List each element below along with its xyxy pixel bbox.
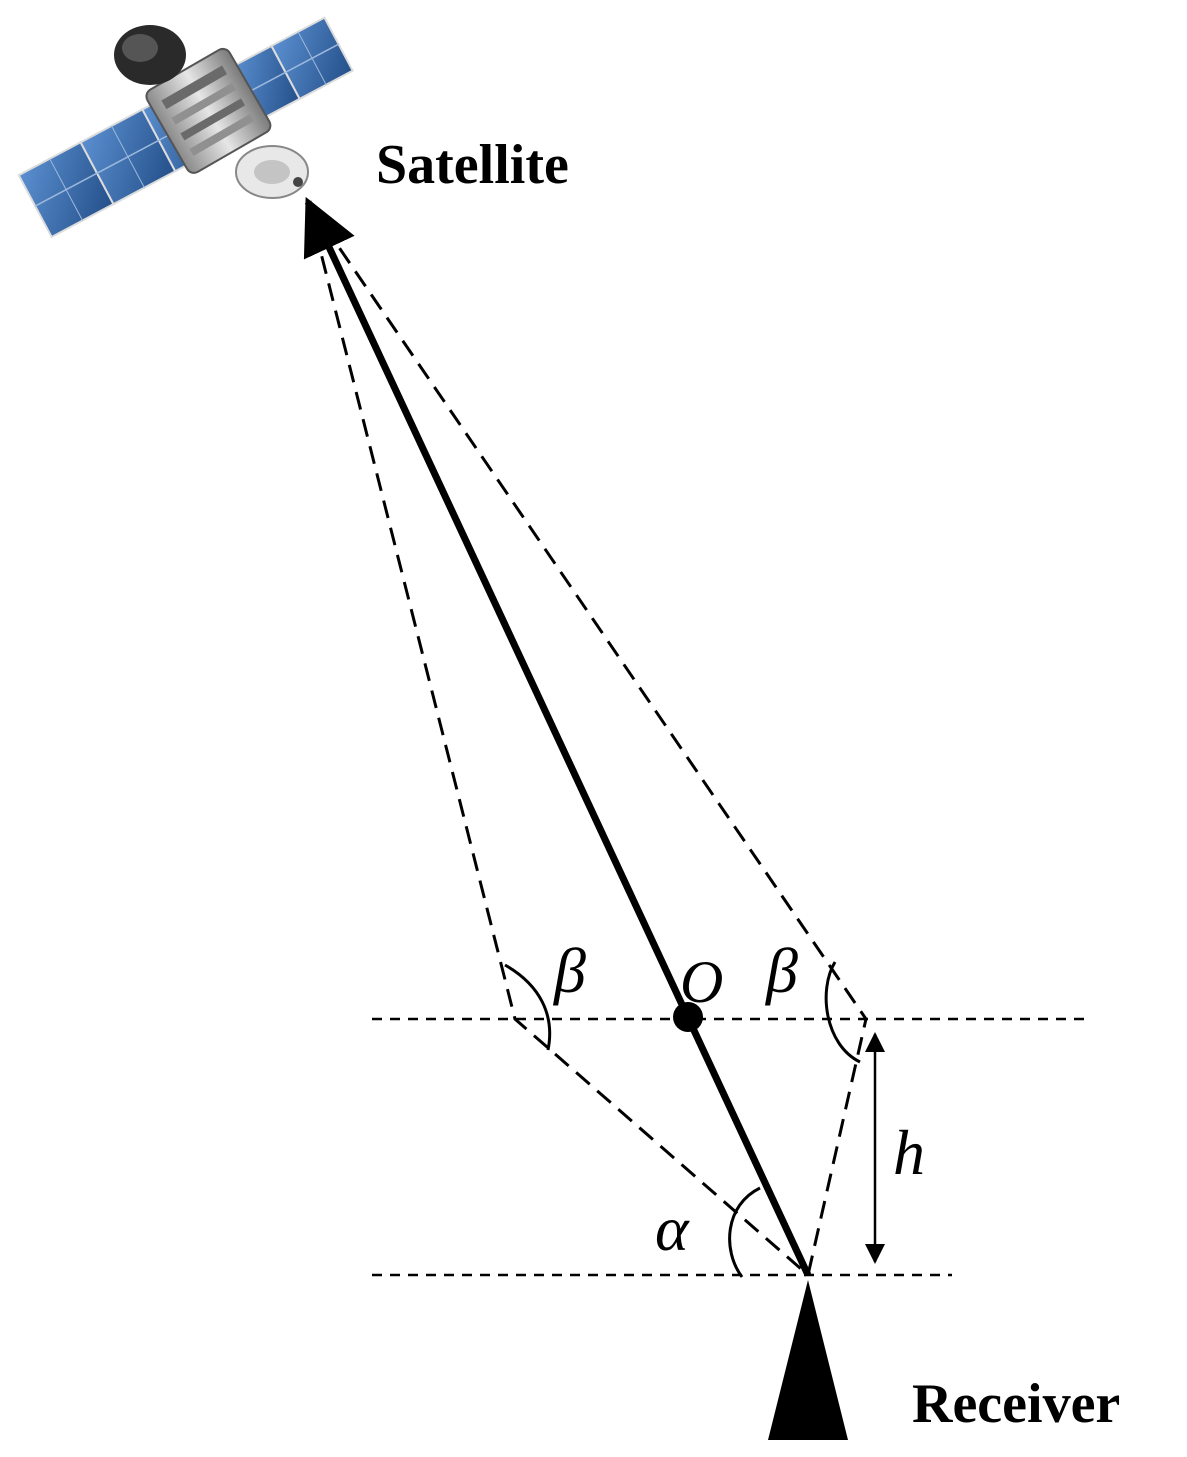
beta-left-arc: [504, 963, 552, 1051]
beta-right-label: β: [764, 935, 798, 1006]
right-reflected-path: [306, 201, 868, 1276]
direct-signal-line: [303, 196, 812, 1277]
beta-left-label: β: [552, 935, 586, 1006]
alpha-label: α: [655, 1193, 690, 1264]
receiver-label: Receiver: [912, 1373, 1120, 1435]
satellite-label: Satellite: [376, 134, 569, 196]
satellite-icon: [17, 16, 354, 239]
origin-label: O: [680, 949, 723, 1015]
beta-right-arc: [824, 961, 861, 1064]
left-reflected-path: [306, 201, 809, 1277]
origin-point: [673, 1002, 703, 1032]
height-label: h: [893, 1117, 925, 1188]
alpha-arc: [728, 1186, 761, 1278]
receiver-antenna-icon: [768, 1280, 848, 1440]
